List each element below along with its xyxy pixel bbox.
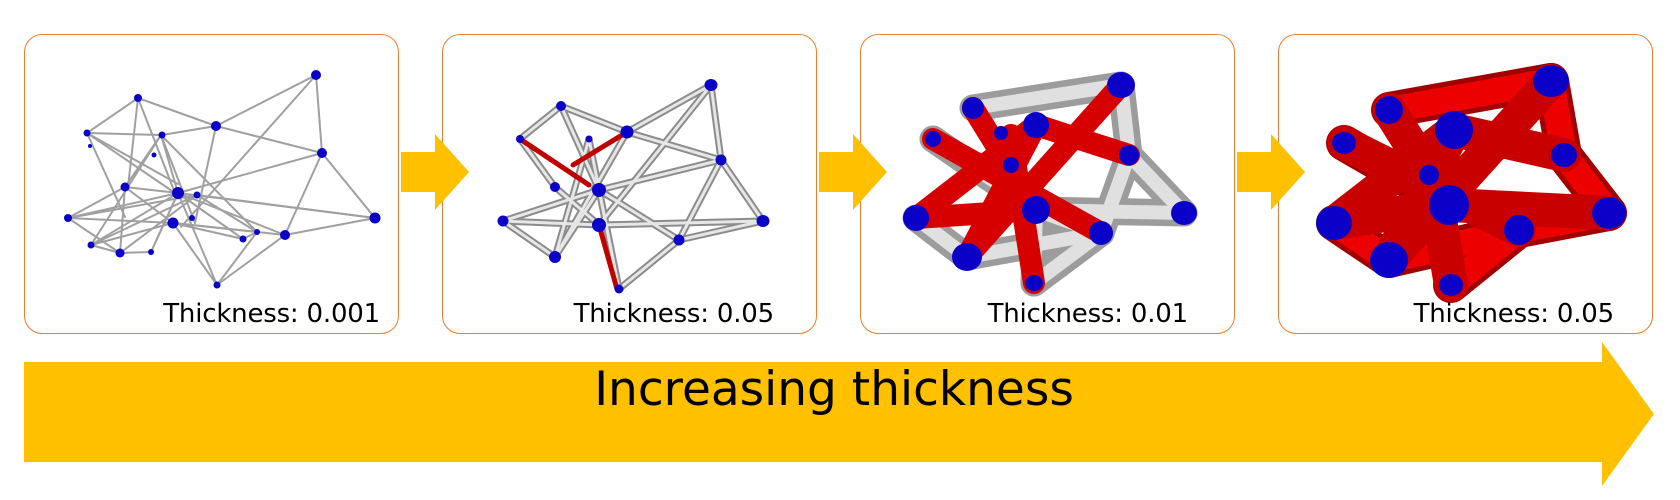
step-arrow-2 bbox=[819, 134, 887, 210]
panel-thickness-005-b: Thickness: 0.05 bbox=[1278, 34, 1653, 334]
graph-nodes bbox=[1316, 65, 1626, 296]
graph-edges bbox=[499, 81, 767, 293]
panel-caption: Thickness: 0.05 bbox=[1413, 299, 1615, 329]
panel-thickness-0001: Thickness: 0.001 bbox=[24, 34, 399, 334]
graph-nodes bbox=[64, 70, 381, 289]
panel-caption: Thickness: 0.01 bbox=[987, 299, 1189, 329]
panel-caption: Thickness: 0.001 bbox=[163, 299, 380, 329]
graph-thin-005 bbox=[497, 79, 770, 294]
step-arrow-1 bbox=[401, 134, 469, 210]
graph-nodes bbox=[903, 72, 1197, 291]
graph-edges bbox=[67, 74, 376, 286]
increasing-thickness-arrow bbox=[24, 342, 1654, 486]
graph-thin-0001 bbox=[64, 70, 381, 289]
increasing-thickness-label: Increasing thickness bbox=[594, 362, 1074, 417]
graph-thick-001 bbox=[902, 71, 1198, 297]
graph-nodes bbox=[497, 79, 770, 294]
panel-thickness-001: Thickness: 0.01 bbox=[860, 34, 1235, 334]
graph-thick-005 bbox=[1316, 63, 1627, 303]
panel-caption: Thickness: 0.05 bbox=[573, 299, 775, 329]
step-arrow-3 bbox=[1237, 134, 1305, 210]
panel-thickness-005-a: Thickness: 0.05 bbox=[442, 34, 817, 334]
